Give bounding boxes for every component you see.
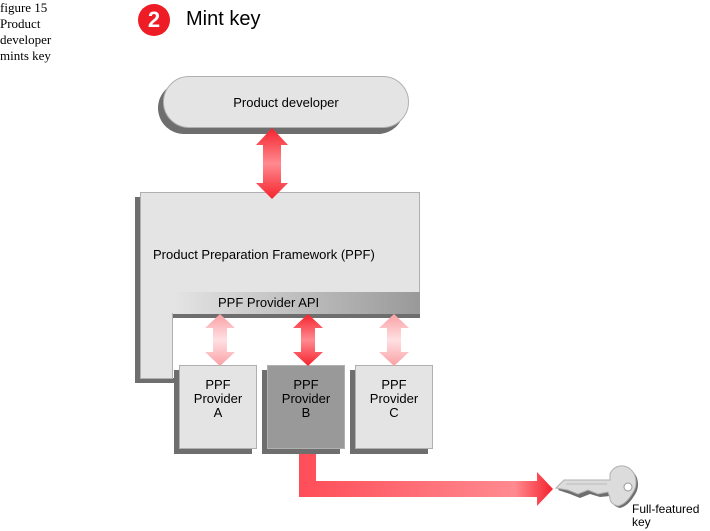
provider-label: PPF bbox=[293, 377, 319, 392]
provider-label: A bbox=[213, 405, 223, 420]
provider-label: Provider bbox=[369, 391, 419, 406]
framework-label: Product Preparation Framework (PPF) bbox=[153, 247, 375, 262]
double-arrow-api-provider-a bbox=[205, 314, 235, 366]
provider-label: Provider bbox=[281, 391, 331, 406]
figure-caption: figure 15 Product developer mints key bbox=[0, 0, 51, 64]
step-number-badge: 2 bbox=[138, 4, 170, 36]
framework-node-leg bbox=[140, 313, 173, 379]
provider-a-node: PPF Provider A bbox=[179, 365, 257, 449]
product-developer-node: Product developer bbox=[163, 76, 409, 128]
provider-api-label: PPF Provider API bbox=[218, 295, 320, 310]
provider-label: PPF bbox=[205, 377, 231, 392]
provider-label: B bbox=[301, 405, 311, 420]
provider-api-shadow bbox=[173, 314, 420, 318]
key-label-line: key bbox=[632, 515, 651, 529]
full-featured-key-label: Full-featured key bbox=[632, 503, 699, 529]
caption-line: Product bbox=[0, 16, 41, 31]
double-arrow-api-provider-c bbox=[379, 314, 409, 366]
caption-line: mints key bbox=[0, 48, 51, 63]
key-label-line: Full-featured bbox=[632, 502, 700, 516]
double-arrow-developer-framework bbox=[256, 128, 288, 199]
provider-b-node: PPF Provider B bbox=[267, 365, 345, 449]
caption-line: figure 15 bbox=[0, 0, 48, 15]
provider-label: C bbox=[389, 405, 399, 420]
provider-label: Provider bbox=[193, 391, 243, 406]
step-title: Mint key bbox=[186, 8, 261, 30]
double-arrow-api-provider-b bbox=[293, 314, 323, 366]
provider-c-node: PPF Provider C bbox=[355, 365, 433, 449]
framework-shadow bbox=[135, 197, 141, 383]
caption-line: developer bbox=[0, 32, 52, 47]
flow-arrow-provider-b-to-key bbox=[299, 454, 553, 506]
provider-api-bar: PPF Provider API bbox=[173, 292, 420, 314]
key-icon bbox=[554, 465, 638, 508]
framework-shadow bbox=[135, 378, 174, 383]
provider-label: PPF bbox=[381, 377, 407, 392]
